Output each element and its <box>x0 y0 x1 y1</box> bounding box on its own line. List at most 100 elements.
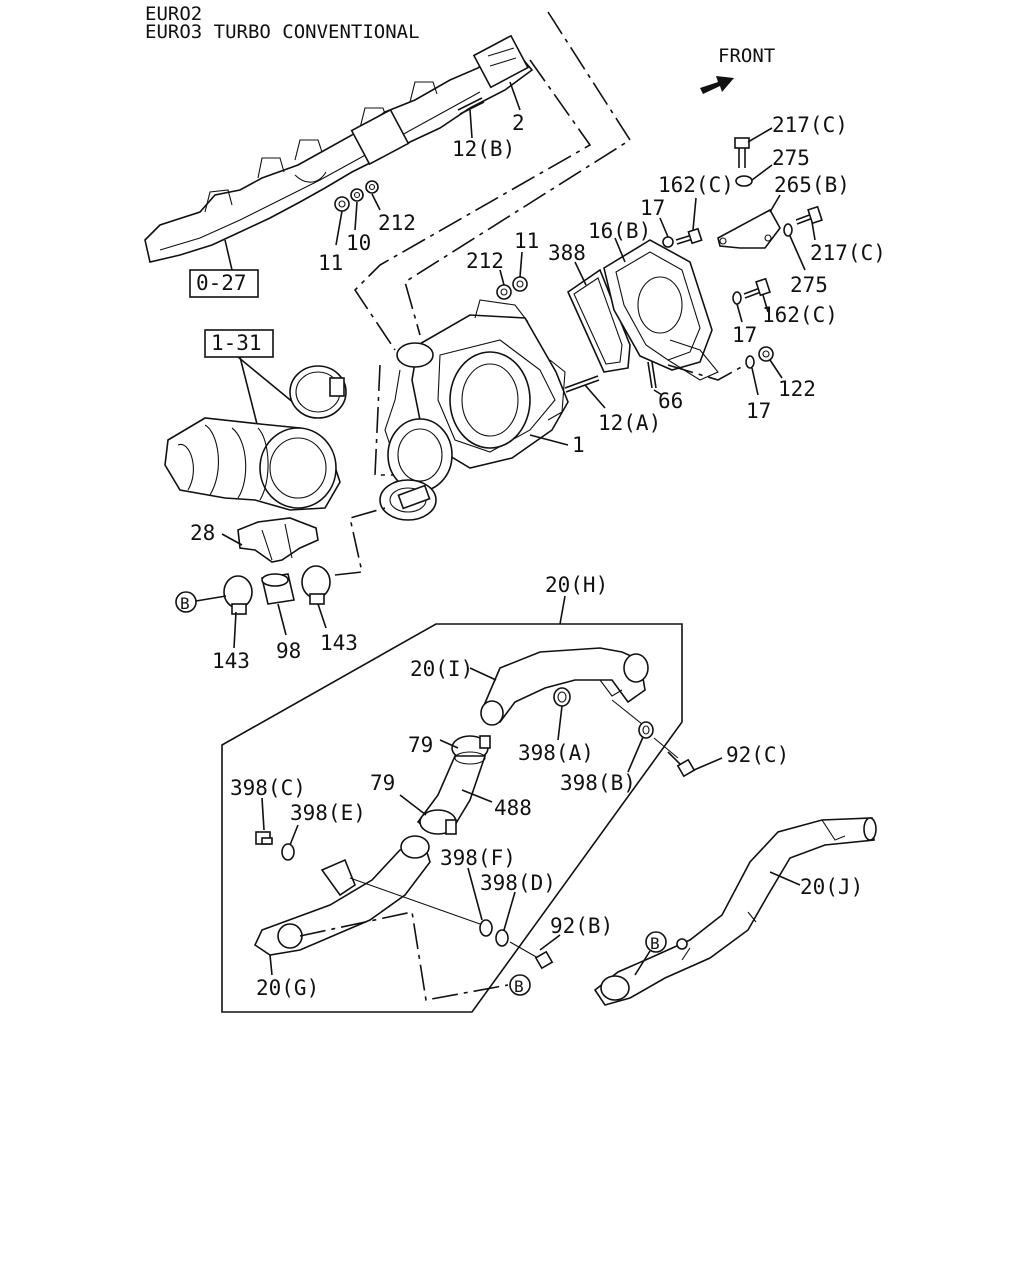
callout-217c-a: 217(C) <box>772 113 848 137</box>
group-ref-1-31-label: 1-31 <box>211 331 262 355</box>
stud-12b <box>457 97 485 115</box>
callout-79-a: 79 <box>408 733 433 757</box>
callout-66: 66 <box>658 389 683 413</box>
callout-79-b: 79 <box>370 771 395 795</box>
callout-388: 388 <box>548 241 586 265</box>
bolt-92c <box>653 737 696 778</box>
gasket-212-a <box>365 180 379 194</box>
callout-122: 122 <box>778 377 816 401</box>
callout-398b: 398(B) <box>560 771 636 795</box>
callout-11-b: 11 <box>514 229 539 253</box>
washer-17-b <box>732 291 742 305</box>
callout-398f: 398(F) <box>440 846 516 870</box>
diagram-header: EURO2 EURO3 TURBO CONVENTIONAL <box>145 3 420 43</box>
callout-275-b: 275 <box>790 273 828 297</box>
pipe-20j <box>593 817 877 1006</box>
callout-143-b: 143 <box>320 631 358 655</box>
callout-162c-b: 162(C) <box>762 303 838 327</box>
ref-marker-b-left-label: B <box>180 594 190 613</box>
group-ref-1-31 <box>204 329 274 358</box>
nut-11-b <box>512 276 528 292</box>
bolt-162c-a <box>675 227 703 245</box>
pipe-20g <box>253 835 431 956</box>
nut-11-a <box>334 196 350 212</box>
heat-shield-28 <box>237 517 319 563</box>
turbine-housing-16b <box>603 239 719 381</box>
bolt-217c-b <box>795 205 823 225</box>
callout-17-c: 17 <box>746 399 771 423</box>
callout-11-a: 11 <box>318 251 343 275</box>
grommet-398f <box>479 919 493 937</box>
callout-275-a: 275 <box>772 146 810 170</box>
callout-2: 2 <box>512 111 525 135</box>
group-ref-0-27-label: 0-27 <box>196 271 247 295</box>
callout-20g: 20(G) <box>256 976 319 1000</box>
callout-92b: 92(B) <box>550 914 613 938</box>
gasket-388 <box>566 268 631 373</box>
callout-12b: 12(B) <box>452 137 515 161</box>
ref-marker-b-right-label: B <box>650 934 660 953</box>
bolt-217c-a <box>734 137 750 168</box>
stud-66 <box>647 361 657 389</box>
callout-20h: 20(H) <box>545 573 608 597</box>
grommet-398d <box>495 929 509 947</box>
hose-clamp-143-a <box>223 575 253 615</box>
callout-398c: 398(C) <box>230 776 306 800</box>
callout-398e: 398(E) <box>290 801 366 825</box>
gasket-212-b <box>496 284 512 300</box>
washer-17-c <box>745 355 755 369</box>
ref-marker-b-bottom <box>509 974 531 996</box>
grommet-398e <box>281 843 295 861</box>
callout-20j: 20(J) <box>800 875 863 899</box>
bolt-92b <box>509 941 554 970</box>
callout-28: 28 <box>190 521 215 545</box>
callout-20i: 20(I) <box>410 657 473 681</box>
exhaust-manifold <box>144 34 534 263</box>
callout-212-b: 212 <box>466 249 504 273</box>
washer-275-b <box>783 223 793 237</box>
front-label: FRONT <box>718 45 775 67</box>
grommet-398a <box>553 687 571 707</box>
callout-12a: 12(A) <box>598 411 661 435</box>
turbocharger-unit <box>379 299 569 521</box>
ref-marker-b-left <box>175 591 197 613</box>
callout-398d: 398(D) <box>480 871 556 895</box>
callout-217c-b: 217(C) <box>810 241 886 265</box>
assembly-outline-20h <box>221 623 683 1013</box>
hose-clamp-143-b <box>301 565 331 605</box>
sleeve-98 <box>261 573 295 605</box>
washer-10 <box>350 188 364 202</box>
stud-12a <box>564 375 600 393</box>
washer-17-a <box>662 236 674 248</box>
callout-17-b: 17 <box>732 323 757 347</box>
hose-clamp-upper <box>289 365 347 419</box>
callout-143-a: 143 <box>212 649 250 673</box>
callout-10: 10 <box>346 231 371 255</box>
callout-1: 1 <box>572 433 585 457</box>
ref-marker-b-right <box>645 931 667 953</box>
front-indicator: FRONT <box>700 45 775 94</box>
header-line-2: EURO3 TURBO CONVENTIONAL <box>145 21 420 43</box>
callout-488: 488 <box>494 796 532 820</box>
header-line-1: EURO2 <box>145 3 202 25</box>
callout-17-a: 17 <box>640 196 665 220</box>
intake-hose <box>164 417 341 511</box>
ref-marker-b-bottom-label: B <box>514 977 524 996</box>
callout-265b: 265(B) <box>774 173 850 197</box>
grommet-398b <box>638 721 654 739</box>
group-ref-0-27 <box>189 269 259 298</box>
bracket-265b <box>717 208 781 249</box>
callout-92c: 92(C) <box>726 743 789 767</box>
callout-162c-a: 162(C) <box>658 173 734 197</box>
grommet-398c <box>255 831 273 845</box>
callout-16b: 16(B) <box>588 219 651 243</box>
washer-275-a <box>735 175 753 187</box>
callout-212-a: 212 <box>378 211 416 235</box>
pipe-20i <box>480 647 649 726</box>
front-arrow-icon <box>700 76 734 94</box>
callout-398a: 398(A) <box>518 741 594 765</box>
hose-clamp-79-b <box>419 809 457 835</box>
nut-122 <box>758 346 774 362</box>
bolt-162c-b <box>743 277 771 299</box>
